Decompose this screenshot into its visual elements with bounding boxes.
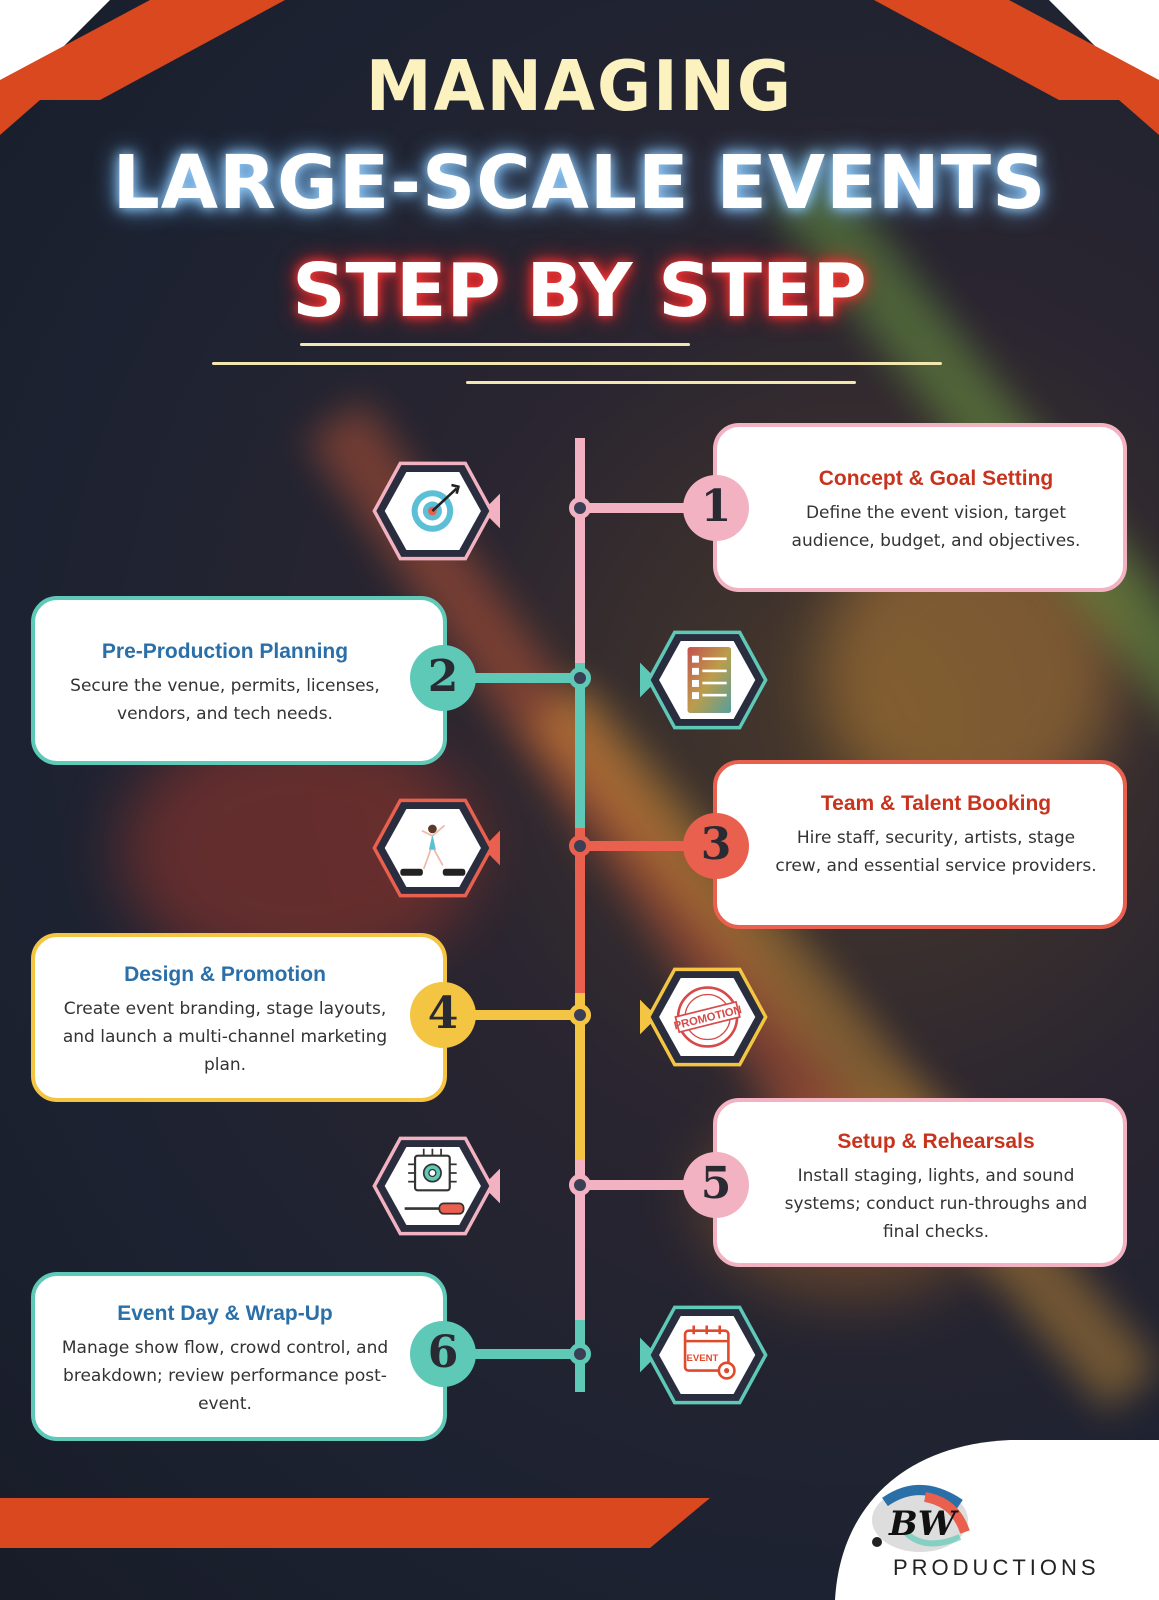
timeline-segment-5	[575, 1160, 585, 1320]
step-title: Team & Talent Booking	[820, 792, 1052, 815]
title-divider-3	[466, 381, 856, 384]
step-title: Event Day & Wrap-Up	[117, 1302, 333, 1325]
step-card-5: Setup & Rehearsals Install staging, ligh…	[713, 1098, 1127, 1267]
timeline-node-1	[569, 497, 591, 519]
logo-text: PRODUCTIONS	[893, 1555, 1100, 1580]
timeline-node-6	[569, 1343, 591, 1365]
top-left-corner-decoration	[0, 0, 285, 135]
company-logo: BW	[865, 1482, 985, 1562]
title-divider-1	[300, 343, 690, 346]
connector-5	[580, 1180, 720, 1190]
timeline-segment-1	[575, 438, 585, 663]
logo-mark: BW	[889, 1504, 956, 1544]
title-divider-2	[212, 362, 942, 365]
step-number-1: 1	[683, 475, 749, 541]
step-description: Hire staff, security, artists, stage cre…	[775, 828, 1097, 876]
footer-decoration	[0, 1440, 1159, 1600]
event-calendar-icon: EVENT	[640, 1305, 768, 1405]
logo-brush-mark	[872, 1485, 970, 1552]
step-description: Secure the venue, permits, licenses, ven…	[70, 676, 380, 724]
step-card-4: Design & Promotion Create event branding…	[31, 933, 447, 1102]
step-title: Concept & Goal Setting	[818, 467, 1054, 490]
step-description: Define the event vision, target audience…	[791, 503, 1081, 551]
title-managing: MANAGING	[365, 46, 794, 127]
connector-2	[440, 673, 580, 683]
event-calendar-label: EVENT	[687, 1353, 719, 1364]
step-number-6: 6	[410, 1321, 476, 1387]
timeline-segment-4	[575, 993, 585, 1160]
checklist-icon	[640, 630, 768, 730]
connector-1	[580, 503, 720, 513]
step-number-4: 4	[410, 982, 476, 1048]
connector-3	[580, 841, 720, 851]
chip-screwdriver-icon	[372, 1136, 500, 1236]
step-title: Design & Promotion	[124, 963, 326, 986]
step-card-2: Pre-Production Planning Secure the venue…	[31, 596, 447, 765]
timeline-node-4	[569, 1004, 591, 1026]
timeline-node-2	[569, 667, 591, 689]
top-right-corner-decoration	[874, 0, 1159, 135]
connector-4	[440, 1010, 580, 1020]
connector-6	[440, 1349, 580, 1359]
timeline-node-5	[569, 1174, 591, 1196]
step-title: Pre-Production Planning	[101, 640, 349, 663]
title-step-by-step: STEP BY STEP	[292, 248, 867, 334]
step-card-1: Concept & Goal Setting Define the event …	[713, 423, 1127, 592]
title-large-scale-events: LARGE-SCALE EVENTS	[112, 140, 1047, 226]
step-number-3: 3	[683, 813, 749, 879]
step-number-2: 2	[410, 645, 476, 711]
step-number-5: 5	[683, 1152, 749, 1218]
timeline-segment-3	[575, 828, 585, 993]
step-description: Manage show flow, crowd control, and bre…	[61, 1338, 389, 1414]
dancer-icon	[372, 798, 500, 898]
step-description: Create event branding, stage layouts, an…	[62, 999, 388, 1075]
timeline-segment-2	[575, 663, 585, 828]
step-title: Setup & Rehearsals	[837, 1130, 1035, 1153]
promotion-stamp-icon: PROMOTION	[640, 967, 768, 1067]
target-icon	[372, 461, 500, 561]
step-card-3: Team & Talent Booking Hire staff, securi…	[713, 760, 1127, 929]
step-description: Install staging, lights, and sound syste…	[784, 1166, 1088, 1242]
step-card-6: Event Day & Wrap-Up Manage show flow, cr…	[31, 1272, 447, 1441]
timeline-node-3	[569, 835, 591, 857]
